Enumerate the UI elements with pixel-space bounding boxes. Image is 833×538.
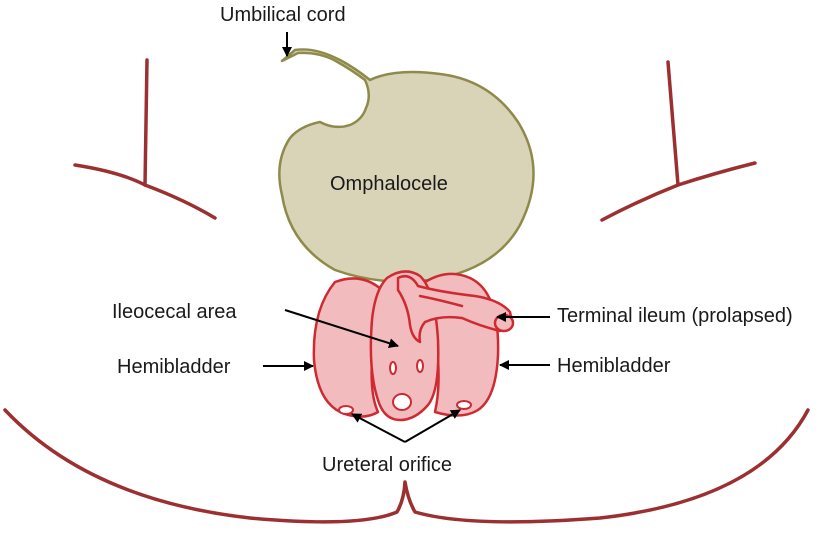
- ureteral-orifice-arrow-right: [404, 409, 461, 443]
- omphalocele-sac: [278, 48, 535, 283]
- ureteral-orifice-arrow-left: [351, 413, 406, 443]
- left-flank-outline: [73, 58, 217, 220]
- ureteral-orifice-right: [456, 400, 472, 410]
- label-umbilical-cord: Umbilical cord: [220, 4, 346, 26]
- appendiceal-orifice: [389, 361, 397, 375]
- label-terminal-ileum: Terminal ileum (prolapsed): [557, 305, 793, 327]
- ileum-fold-line: [418, 294, 464, 308]
- label-hemibladder-left: Hemibladder: [117, 356, 231, 378]
- appendiceal-orifice-2: [416, 359, 424, 373]
- ileocecal-arrow: [284, 309, 399, 349]
- terminal-ileum: [396, 275, 513, 344]
- label-hemibladder-right: Hemibladder: [557, 355, 671, 377]
- label-ureteral-orifice: Ureteral orifice: [322, 454, 452, 476]
- label-ileocecal-area: Ileocecal area: [112, 301, 237, 323]
- label-omphalocele: Omphalocele: [330, 173, 448, 195]
- perineum-outline: [3, 408, 810, 524]
- ureteral-orifice-left: [338, 405, 354, 415]
- central-orifice: [392, 393, 412, 411]
- right-flank-outline: [600, 60, 757, 222]
